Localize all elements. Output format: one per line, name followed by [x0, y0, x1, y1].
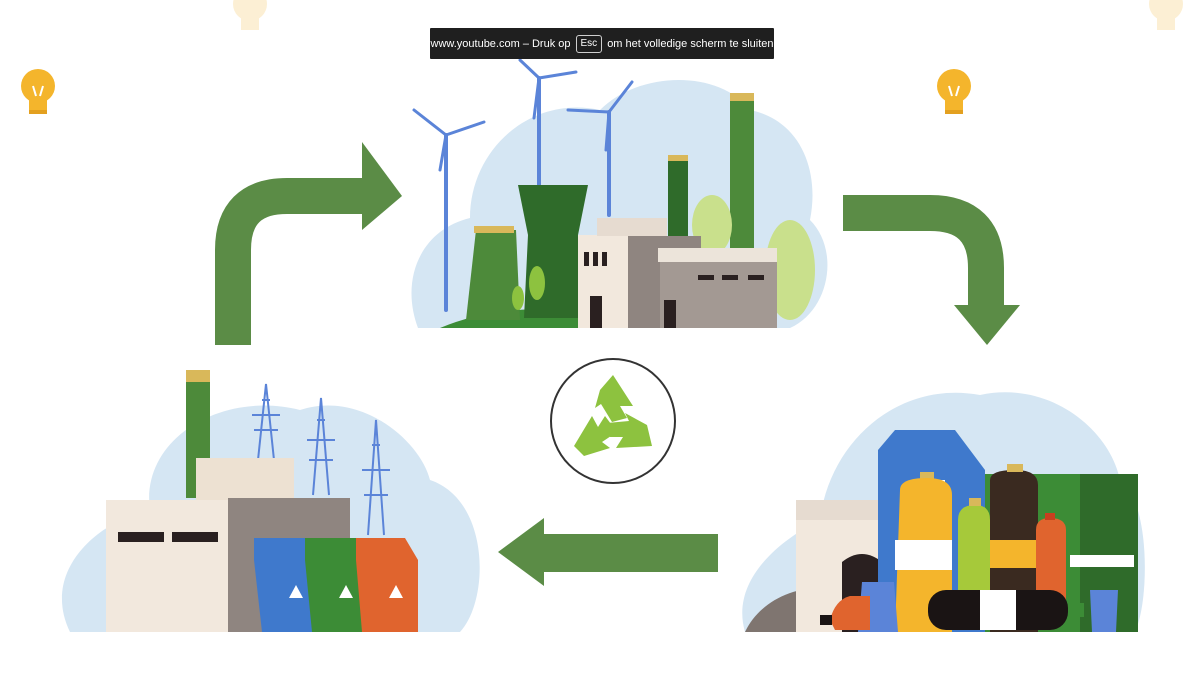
lightbulb-icon — [1149, 0, 1183, 30]
lightbulb-icon — [21, 69, 55, 114]
arrow-up-right-icon — [215, 142, 402, 345]
fullscreen-exit-notice: www.youtube.com – Druk op Esc om het vol… — [430, 28, 774, 59]
factory-bins-illustration — [61, 370, 480, 632]
recycle-icon — [550, 358, 676, 484]
lightbulb-icon — [937, 69, 971, 114]
arrow-left-icon — [498, 518, 718, 586]
products-illustration — [742, 392, 1145, 632]
wind-factory-illustration — [411, 58, 828, 328]
notice-prefix: www.youtube.com – Druk op — [430, 37, 571, 50]
esc-key-badge: Esc — [575, 34, 603, 53]
arrow-right-down-icon — [843, 195, 1020, 345]
notice-suffix: om het volledige scherm te sluiten — [607, 37, 774, 50]
lightbulb-icon — [233, 0, 267, 30]
